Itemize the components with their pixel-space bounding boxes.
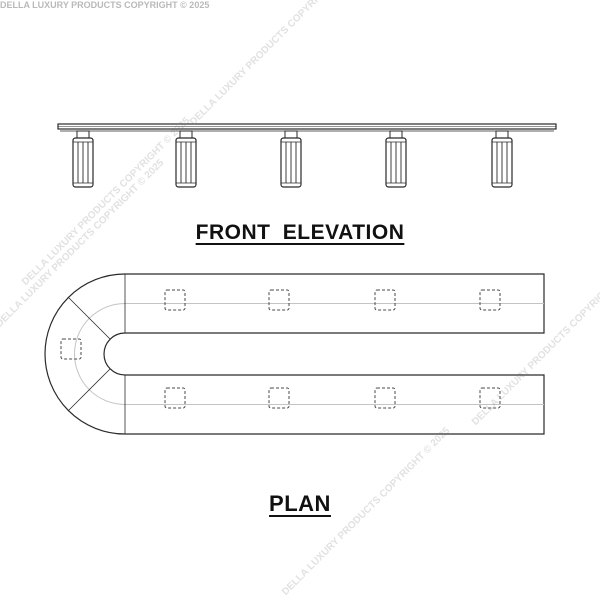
elevation-leg — [385, 130, 407, 188]
elevation-leg — [175, 130, 197, 188]
hidden-leg-base — [268, 387, 290, 409]
hidden-leg-base — [164, 289, 186, 311]
hidden-leg-base — [374, 387, 396, 409]
front-elevation-view — [57, 123, 557, 188]
hidden-leg-base — [374, 289, 396, 311]
watermark-bottom: DELLA LUXURY PRODUCTS COPYRIGHT © 2025 — [0, 0, 210, 10]
plan-view — [44, 273, 545, 435]
elevation-leg — [72, 130, 94, 188]
plan-title: PLAN — [0, 491, 600, 517]
plan-title-text: PLAN — [269, 491, 331, 516]
elevation-leg — [280, 130, 302, 188]
hidden-leg-base — [479, 289, 501, 311]
plan-center-line — [74, 303, 544, 405]
elevation-legs — [72, 130, 513, 188]
plan-seam-diag-top — [67, 296, 111, 340]
plan-seam-diag-bottom — [67, 368, 111, 412]
hidden-leg-base — [60, 338, 82, 360]
plan-hidden-bases — [60, 289, 501, 409]
elevation-leg — [491, 130, 513, 188]
front-elevation-title-text: FRONT ELEVATION — [195, 221, 405, 244]
hidden-leg-base — [268, 289, 290, 311]
plan-outer-outline — [44, 273, 545, 435]
front-elevation-title: FRONT ELEVATION — [0, 221, 600, 245]
hidden-leg-base — [164, 387, 186, 409]
hidden-leg-base — [479, 387, 501, 409]
